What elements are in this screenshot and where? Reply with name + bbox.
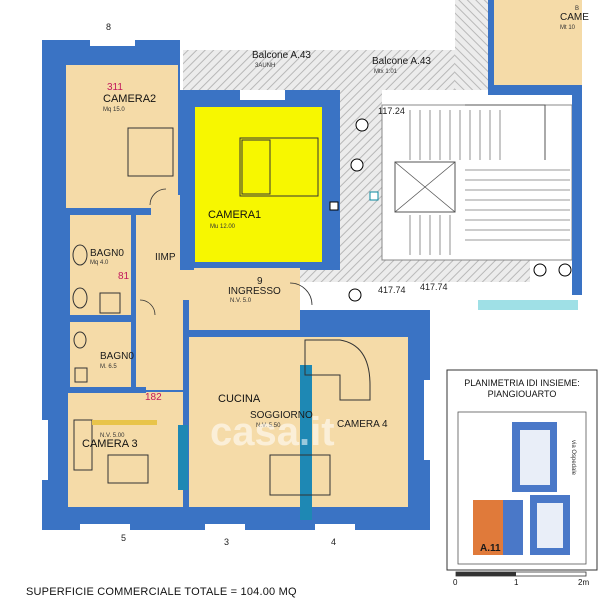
column-left [178, 425, 188, 490]
wall-cucina-top [188, 330, 300, 337]
wall-bagno-divider [66, 315, 136, 322]
imp-label: IIMP [155, 252, 176, 263]
legend-street: via Ospedale [570, 440, 576, 476]
balcony-column [455, 0, 490, 90]
bagno2-label: BAGN0 [100, 351, 134, 362]
window-left [42, 420, 48, 480]
ingresso-sub: N.V. 5.0 [230, 298, 252, 304]
balcony-1-sub: 3AUNH [255, 63, 275, 69]
legend-title-line2: PIANGIOUARTO [487, 389, 557, 399]
dim-bottom-right: 4 [331, 537, 336, 547]
code-81: 81 [118, 271, 130, 282]
staircase [381, 104, 573, 261]
soggiorno-label: SOGGIORNO [250, 410, 313, 421]
balcony-1-label: Balcone A.43 [252, 50, 311, 61]
site-plan-inset [446, 369, 598, 571]
camera2-code: 311 [107, 82, 123, 93]
camera1-label: CAMERA1 [208, 209, 261, 221]
camera1-sub: Mu 12.00 [210, 224, 236, 230]
scale-zero: 0 [453, 578, 458, 587]
bed-camera1 [239, 137, 319, 197]
legend-title-line1: PLANIMETRIA IDI INSIEME: [464, 378, 580, 388]
camera3-code: 182 [145, 392, 162, 403]
floor-camera3 [68, 392, 183, 507]
legend-unit: A.11 [480, 543, 501, 554]
column-right [300, 365, 312, 520]
wall-cam2-bottom [66, 208, 151, 215]
dim-top: 8 [106, 22, 111, 32]
camera2-sub: Mq 15.0 [103, 107, 125, 113]
bagno1-label: BAGN0 [90, 248, 124, 259]
floor-cucina [188, 337, 408, 507]
floor-ingresso [150, 268, 300, 330]
floor-bagno2 [70, 322, 133, 387]
ingresso-label: INGRESSO [228, 286, 281, 297]
camera-b-sub: Mt 10 [560, 25, 576, 31]
watermark: casa.it [210, 410, 335, 454]
window-bottom-2 [205, 524, 245, 530]
floor-camera1 [195, 107, 322, 262]
landing-hatch-bottom [300, 260, 530, 282]
soggiorno-sub: N.V. 5.50 [256, 423, 281, 429]
balcony-2-label: Balcone A.43 [372, 56, 431, 67]
legend-title: PLANIMETRIA IDI INSIEME: PIANGIOUARTO [452, 378, 592, 400]
wall-camera-b [488, 0, 494, 95]
camera-b-label: CAME [560, 12, 589, 23]
cucina-label: CUCINA [218, 393, 261, 405]
level-417-b: 417.74 [420, 282, 448, 292]
landing-hatch [340, 90, 382, 270]
wall-bagno-right [131, 215, 136, 390]
balcony-area [183, 50, 483, 90]
wall-camera-b-bottom [492, 85, 582, 95]
wall-cam3-top [66, 387, 146, 393]
door-arcs [139, 188, 313, 316]
bathroom-fixtures [72, 244, 121, 383]
window-cam1 [240, 90, 285, 100]
floor-camera2 [66, 65, 178, 210]
camera2-label: CAMERA2 [103, 93, 156, 105]
window-right [424, 380, 430, 460]
electrical-symbols [329, 118, 572, 302]
dim-bottom-mid: 3 [224, 537, 229, 547]
floor-camera-b [492, 0, 582, 88]
total-area-footer: SUPERFICIE COMMERCIALE TOTALE = 104.00 M… [26, 586, 297, 598]
camera3-highlight [92, 420, 157, 425]
sofa-cucina [269, 339, 371, 496]
window-bottom-1 [80, 524, 130, 530]
camera4-label: CAMERA 4 [337, 419, 388, 430]
camera3-sub: N.V. 5.00 [100, 433, 125, 439]
level-417-a: 417.74 [378, 285, 406, 295]
wall-cucina-left [183, 300, 189, 510]
level-117: 117.24 [378, 106, 405, 116]
camera3-label: CAMERA 3 [82, 438, 138, 450]
scale-two: 2m [578, 578, 590, 587]
camera-b-code: B [575, 6, 579, 12]
wall-cam1-left [180, 90, 194, 270]
balcony-2-sub: Mtx 1:01 [374, 69, 398, 75]
window-bottom-3 [315, 524, 355, 530]
ingresso-code: 9 [257, 276, 263, 287]
dim-bottom-left: 5 [121, 533, 126, 543]
wall-cam1-right [322, 100, 340, 270]
wardrobe-camera2 [127, 127, 174, 177]
scale-bar [455, 571, 587, 577]
bagno2-sub: M. 6.5 [100, 364, 117, 370]
scale-one: 1 [514, 578, 519, 587]
bagno1-sub: Mq 4.0 [90, 260, 109, 266]
window-top-left [90, 40, 135, 46]
table-camera3 [73, 419, 149, 484]
wall-stair-right [572, 95, 582, 295]
balcony-bar [478, 300, 578, 310]
